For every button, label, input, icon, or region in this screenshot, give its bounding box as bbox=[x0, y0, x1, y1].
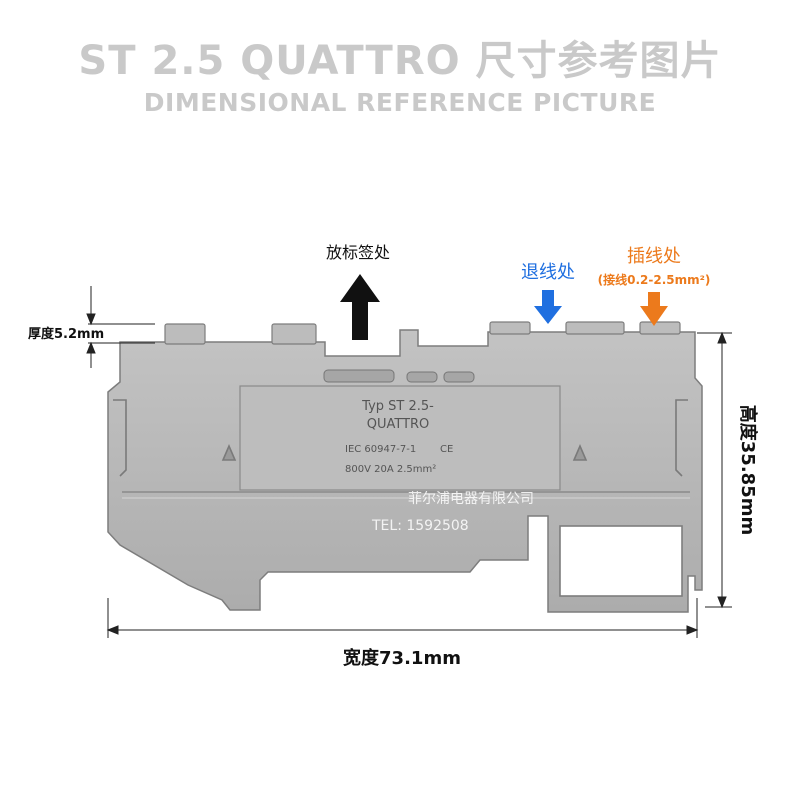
lower-window bbox=[559, 525, 683, 597]
product-label-plate bbox=[239, 385, 561, 491]
width-label: 宽度73.1mm bbox=[343, 647, 461, 669]
watermark-tel: TEL: 1592508 bbox=[371, 518, 469, 534]
insert-arrow-icon bbox=[640, 292, 668, 326]
height-dimension bbox=[697, 331, 732, 609]
watermark-company: 菲尔浦电器有限公司 bbox=[408, 491, 534, 507]
ce-mark: CE bbox=[440, 444, 453, 455]
width-dimension bbox=[106, 598, 699, 638]
label-line4: 800V 20A 2.5mm² bbox=[345, 464, 436, 475]
marker-location-label: 放标签处 bbox=[326, 243, 390, 262]
release-label: 退线处 bbox=[521, 262, 575, 283]
upper-slots bbox=[323, 369, 475, 383]
marker-arrow-icon bbox=[340, 274, 380, 340]
label-line3: IEC 60947-7-1 bbox=[345, 444, 416, 455]
label-line2: QUATTRO bbox=[367, 417, 430, 432]
side-clips bbox=[113, 399, 688, 477]
label-line1: Typ ST 2.5- bbox=[361, 399, 434, 414]
insert-label: 插线处 bbox=[627, 246, 681, 267]
top-teeth bbox=[164, 321, 681, 345]
thickness-label: 厚度5.2mm bbox=[28, 326, 104, 342]
insert-note: (接线0.2-2.5mm²) bbox=[598, 272, 711, 287]
thickness-dimension bbox=[86, 286, 155, 368]
subtitle: DIMENSIONAL REFERENCE PICTURE bbox=[143, 88, 657, 117]
release-arrow-icon bbox=[534, 290, 562, 324]
height-label: 高度35.85mm bbox=[737, 405, 759, 535]
main-title: ST 2.5 QUATTRO 尺寸参考图片 bbox=[78, 38, 722, 84]
